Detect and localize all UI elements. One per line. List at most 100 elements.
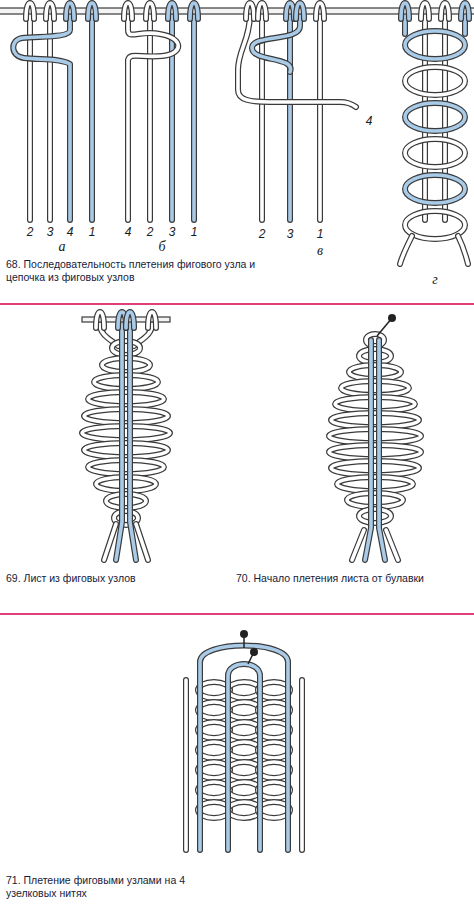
cord-outline [88,3,96,19]
cord [26,3,34,19]
cord-outline [27,14,33,220]
cord [84,409,168,423]
cord [341,381,409,395]
cord [386,530,398,560]
cord-number: 1 [89,226,96,238]
cord-outline [422,14,428,220]
figure-letter: г [432,273,437,287]
cord-outline [183,680,189,850]
separator-line [0,613,474,615]
cord-outline [88,460,164,474]
cord-outline [349,365,401,379]
cord-outline [461,3,469,19]
cord-outline [190,3,198,19]
cord [200,646,288,851]
cord-outline [66,3,74,19]
cord [104,524,116,560]
cord [405,139,465,167]
cord-outline [286,3,294,19]
cord [331,461,419,475]
cord [88,392,164,406]
cord [252,14,300,72]
cord-outline [329,429,421,443]
cord [28,14,32,220]
cord-outline [26,3,34,19]
cord-outline [124,3,132,19]
figure-caption: 70. Начало плетения листа от булавки [236,572,470,585]
cord-outline [13,14,70,220]
figure-caption: 71. Плетение фиговыми узлами на 4 узелко… [6,874,216,900]
cord [329,429,421,443]
cord-outline [82,426,170,440]
cord-outline [259,14,265,220]
cord [184,680,188,850]
cord [88,3,96,19]
cord [260,14,264,220]
cord-outline [252,14,300,72]
pin-head [240,630,248,638]
cord-number: 4 [366,115,373,127]
cord [128,14,178,220]
cord-outline [102,358,150,372]
cord-outline [347,493,403,507]
cord [347,493,403,507]
cord-outline [400,236,412,264]
cord [316,3,324,19]
cord-number: 4 [125,226,132,238]
cord-outline [421,3,429,19]
cord-outline [200,646,288,851]
cord-outline [386,530,398,560]
cord [124,3,132,19]
cord [82,426,170,440]
cord [359,509,391,523]
cord [296,3,304,19]
cord [66,3,74,19]
cord [136,524,148,560]
cord [300,680,304,850]
cord [329,445,421,459]
cord [405,175,465,203]
cord [458,236,468,264]
cord [405,103,465,131]
cord [400,236,412,264]
cord-outline [126,312,134,328]
cord-outline [147,14,153,220]
cord [96,312,104,328]
cord-outline [112,341,140,355]
cord-outline [365,340,371,560]
cord [441,3,449,19]
cord [96,477,156,491]
cord [461,3,469,19]
cord [88,460,164,474]
cord-outline [148,312,156,328]
cord-outline [441,3,449,19]
figure-letter: а [59,240,66,254]
cord [148,312,156,328]
cord-outline [401,3,409,19]
cord-outline [96,312,104,328]
cord-number: 3 [47,226,54,238]
cord [228,664,260,850]
cord [349,365,401,379]
cord-number: 3 [287,228,294,240]
cord-number: 1 [191,226,198,238]
cord-outline [341,381,409,395]
cord [286,3,294,19]
cord-outline [169,14,175,220]
cord [318,14,322,220]
cord-outline [228,664,260,850]
figure-letter: в [317,244,323,258]
cord [168,3,176,19]
cord [258,3,266,19]
cord-outline [352,530,364,560]
cord-outline [317,14,323,220]
cord-number: 1 [317,228,324,240]
cord [335,397,415,411]
cord-outline [359,349,391,363]
cord [126,312,134,328]
cord-outline [287,14,293,220]
cord [423,14,427,220]
cord-outline [331,461,419,475]
